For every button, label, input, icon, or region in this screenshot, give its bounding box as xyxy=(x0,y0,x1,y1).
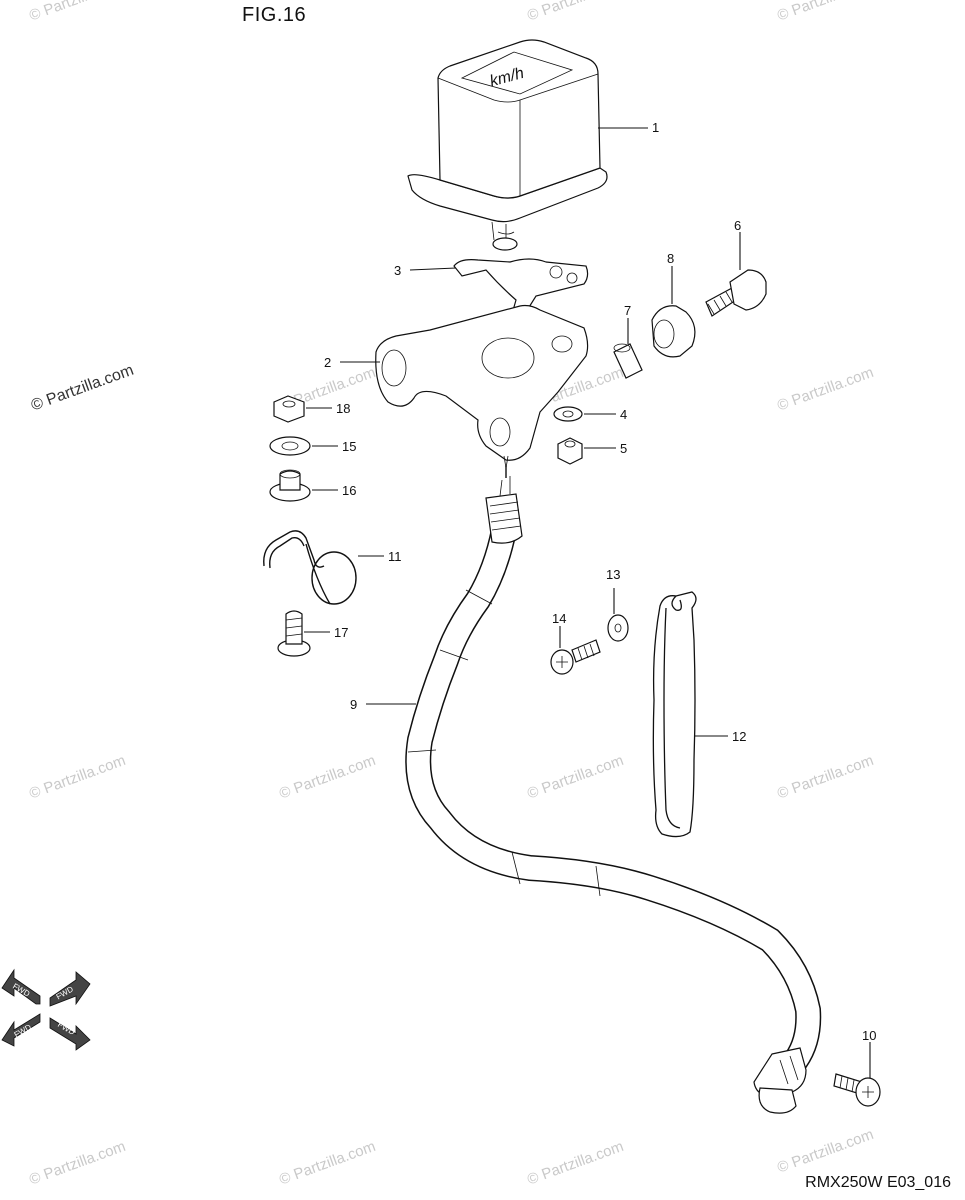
callout-8: 8 xyxy=(667,251,674,266)
callout-7: 7 xyxy=(624,303,631,318)
screw xyxy=(833,1042,881,1107)
figure-title: FIG.16 xyxy=(242,4,307,26)
washer xyxy=(553,406,616,422)
grommet xyxy=(269,469,338,502)
nut xyxy=(273,395,332,423)
callout-11: 11 xyxy=(388,549,402,564)
callout-16: 16 xyxy=(342,483,356,498)
cushion xyxy=(651,266,696,358)
fwd-arrow-icon: FWD xyxy=(49,971,91,1007)
screw xyxy=(550,626,601,675)
direction-marks: FWD FWD FWD FWD xyxy=(1,968,91,1051)
fwd-arrow-icon: FWD xyxy=(1,968,41,1005)
callout-6: 6 xyxy=(734,218,741,233)
callout-13: 13 xyxy=(606,567,620,582)
meter-bracket xyxy=(340,304,589,469)
washer xyxy=(269,436,338,456)
callout-5: 5 xyxy=(620,441,627,456)
callout-10: 10 xyxy=(862,1028,876,1043)
spring-clip xyxy=(263,530,384,605)
callout-9: 9 xyxy=(350,697,357,712)
callout-14: 14 xyxy=(552,611,566,626)
nut xyxy=(557,437,616,465)
fwd-arrow-icon: FWD xyxy=(49,1017,91,1051)
bolt xyxy=(705,232,767,317)
callout-18: 18 xyxy=(336,401,350,416)
clamp-band xyxy=(652,591,728,838)
callout-1: 1 xyxy=(652,120,659,135)
fwd-arrow-icon: FWD xyxy=(1,1013,41,1047)
callout-3: 3 xyxy=(394,263,401,278)
collar xyxy=(613,318,643,379)
leader-line xyxy=(409,267,457,271)
speedometer-housing: km/h xyxy=(407,39,648,251)
diagram-code: RMX250W E03_016 xyxy=(805,1174,951,1191)
callout-4: 4 xyxy=(620,407,627,422)
screw xyxy=(277,610,330,657)
callout-2: 2 xyxy=(324,355,331,370)
callout-12: 12 xyxy=(732,729,746,744)
callout-17: 17 xyxy=(334,625,348,640)
mounting-plate xyxy=(409,258,589,318)
callout-15: 15 xyxy=(342,439,356,454)
speedometer-cable xyxy=(366,466,822,1114)
washer xyxy=(607,588,629,642)
